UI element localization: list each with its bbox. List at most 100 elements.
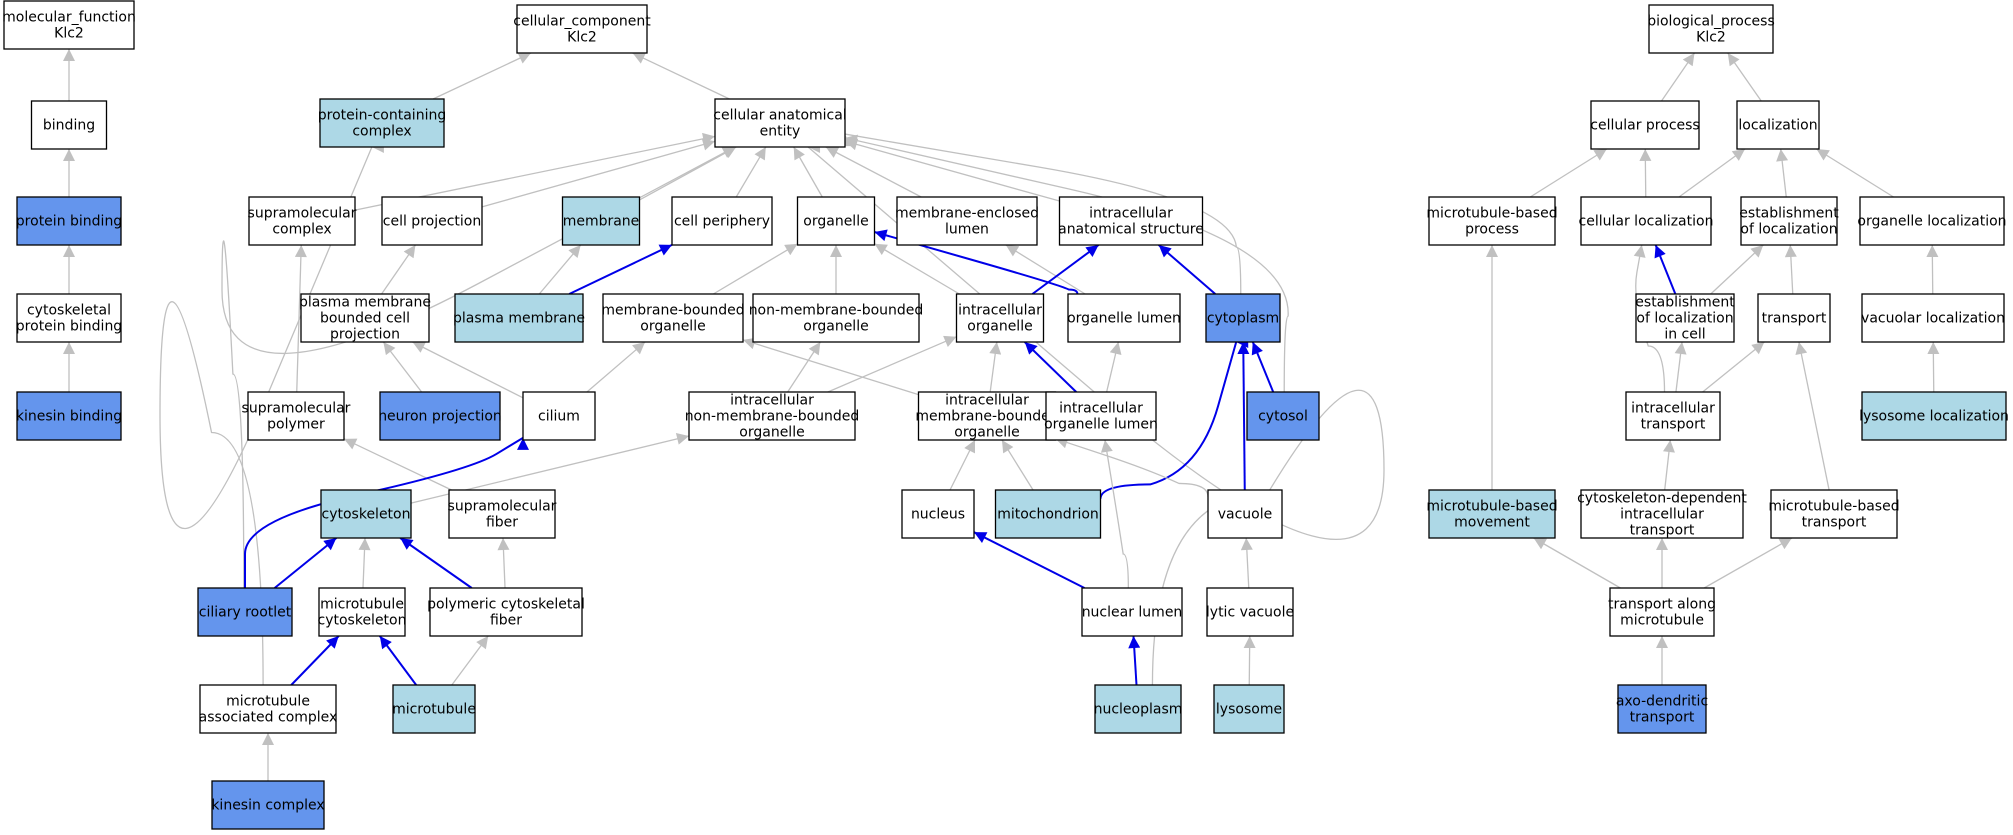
node-box: [602, 293, 744, 343]
node-box: [16, 293, 122, 343]
edge-plasma-membrane-bounded-cell-projection-to-cell-projection: [381, 244, 416, 295]
node-microtubule: microtubule: [392, 684, 476, 734]
edge-intracellular-non-membrane-bounded-organelle-to-intracellular-organelle: [827, 335, 957, 393]
node-mitochondrion: mitochondrion: [994, 489, 1102, 539]
edge-intracellular-organelle-to-organelle: [874, 243, 960, 295]
node-nucleus: nucleus: [901, 489, 975, 539]
node-label: organelle: [803, 318, 868, 334]
edge-cilium-to-plasma-membrane-bounded-cell-projection: [412, 341, 524, 399]
node-label: kinesin binding: [16, 408, 122, 424]
node-label: cellular_component: [513, 13, 651, 29]
node-label: organelle lumen: [1067, 310, 1181, 326]
node-label: supramolecular: [448, 498, 557, 514]
edge-establishment-of-localization-in-cell-to-establishment-of-localization: [1710, 244, 1764, 295]
edge-organelle-to-cellular-anatomical-entity: [793, 146, 823, 198]
edge-polymeric-cytoskeletal-fiber-to-cytoskeleton: [399, 537, 473, 589]
edge-membrane-to-cellular-anatomical-entity: [639, 146, 737, 201]
node-box: [1246, 391, 1320, 441]
edge-intracellular-organelle-to-intracellular-anatomical-structure: [1031, 244, 1100, 295]
node-kinesin-binding: kinesin binding: [16, 391, 122, 441]
node-label: protein binding: [16, 318, 122, 334]
edge-lytic-vacuole-to-vacuole: [1240, 537, 1253, 589]
node-label: nucleus: [911, 506, 965, 522]
node-box: [1617, 684, 1707, 734]
node-box: [671, 196, 773, 246]
node-box: [429, 587, 583, 637]
node-lytic-vacuole: lytic vacuole: [1206, 587, 1294, 637]
edge-membrane-enclosed-lumen-to-cellular-anatomical-entity: [825, 146, 922, 198]
edge-lysosome-to-lytic-vacuole: [1243, 635, 1256, 686]
edge-membrane-bounded-organelle-to-organelle: [712, 243, 798, 295]
edge-cellular-process-to-bp-root: [1660, 52, 1696, 102]
edge-intracellular-non-membrane-bounded-organelle-to-non-membrane-bounded-organelle: [787, 341, 821, 393]
node-label: microtubule: [392, 701, 476, 717]
node-label: intracellular: [945, 392, 1029, 408]
node-cytoskeleton: cytoskeleton: [320, 489, 412, 539]
edge-vacuole-to-intracellular-membrane-bounded-organelle: [1055, 436, 1209, 497]
edge-transport-along-microtubule-to-microtubule-based-transport: [1703, 537, 1793, 589]
node-label: transport: [1762, 310, 1827, 326]
node-box: [1081, 587, 1183, 637]
node-label: vacuole: [1218, 506, 1273, 522]
node-label: intracellular: [1089, 205, 1173, 221]
edge-supramolecular-polymer-to-supramolecular-complex: [294, 244, 307, 393]
node-lysosome: lysosome: [1213, 684, 1285, 734]
node-box: [896, 196, 1038, 246]
node-label: membrane: [563, 213, 640, 229]
node-label: Klc2: [1696, 29, 1726, 45]
node-label: entity: [760, 123, 801, 139]
edge-intracellular-anatomical-structure-to-cellular-anatomical-entity: [844, 138, 1060, 202]
node-binding: binding: [30, 100, 108, 150]
node-box: [1635, 293, 1735, 343]
node-label: intracellular: [1631, 400, 1715, 416]
node-label: transport: [1630, 709, 1695, 725]
node-organelle: organelle: [796, 196, 876, 246]
edge-intracellular-transport-to-transport: [1702, 341, 1765, 393]
edge-cytoplasm-to-cellular-anatomical-entity: [844, 130, 1242, 295]
edge-microtubule-cytoskeleton-to-cytoskeleton: [358, 537, 371, 589]
edge-plasma-membrane-to-cell-periphery: [568, 243, 673, 295]
node-label: microtubule-based: [1426, 205, 1557, 221]
edge-microtubule-based-process-to-cellular-process: [1529, 148, 1608, 198]
node-box: [1861, 293, 2005, 343]
node-label: nuclear lumen: [1082, 604, 1183, 620]
edge-intracellular-membrane-bounded-organelle-to-membrane-bounded-organelle: [742, 337, 919, 396]
node-box: [320, 489, 412, 539]
node-label: cytoskeleton: [318, 612, 407, 628]
node-box: [1861, 391, 2007, 441]
node-label: projection: [330, 326, 400, 342]
node-nucleoplasm: nucleoplasm: [1094, 684, 1182, 734]
node-box: [1428, 196, 1556, 246]
node-label: organelle localization: [1857, 213, 2006, 229]
node-organelle-lumen: organelle lumen: [1067, 293, 1181, 343]
node-label: microtubule: [1620, 612, 1704, 628]
node-label: cytosol: [1258, 408, 1308, 424]
edge-organelle-lumen-to-membrane-enclosed-lumen: [1005, 244, 1086, 295]
node-localization: localization: [1736, 100, 1820, 150]
node-box: [1859, 196, 2005, 246]
node-box: [454, 293, 584, 343]
node-label: establishment: [1635, 294, 1735, 310]
edge-organelle-lumen-to-organelle: [874, 229, 1079, 295]
node-label: organelle lumen: [1044, 416, 1158, 432]
node-vacuole: vacuole: [1207, 489, 1283, 539]
edge-protein-containing-complex-to-cc-root: [432, 52, 532, 100]
node-label: organelle: [739, 424, 804, 440]
node-label: supramolecular: [248, 205, 357, 221]
edge-ciliary-rootlet-to-cytoskeleton: [274, 537, 337, 589]
node-label: transport: [1630, 522, 1695, 538]
node-label: cellular anatomical: [713, 107, 846, 123]
node-label: cellular localization: [1579, 213, 1714, 229]
node-box: [1648, 4, 1774, 54]
